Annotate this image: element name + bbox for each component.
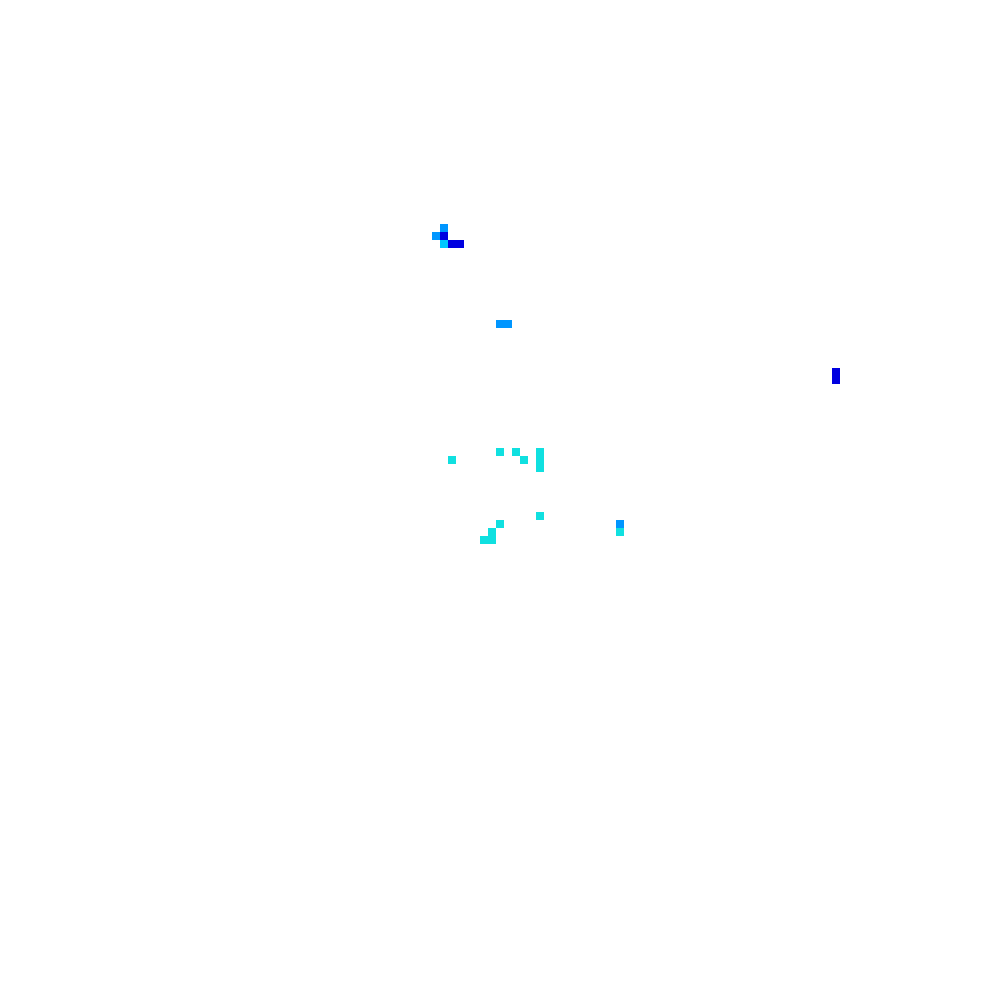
pixel-cell	[536, 464, 544, 472]
pixel-cell	[616, 528, 624, 536]
pixel-cell	[456, 240, 464, 248]
pixel-cell	[440, 240, 448, 248]
pixel-cell	[432, 232, 440, 240]
pixel-cell	[480, 536, 488, 544]
pixel-cell	[832, 376, 840, 384]
pixel-cell	[488, 528, 496, 536]
pixel-cell	[512, 448, 520, 456]
pixel-cell	[440, 232, 448, 240]
pixel-cell	[536, 512, 544, 520]
pixel-cell	[504, 320, 512, 328]
pixel-cell	[616, 520, 624, 528]
pixel-cell	[440, 224, 448, 232]
pixel-cell	[536, 456, 544, 464]
pixel-cell	[536, 448, 544, 456]
pixel-cell	[520, 456, 528, 464]
pixel-cell	[496, 320, 504, 328]
pixel-cell	[496, 520, 504, 528]
pixel-cell	[496, 448, 504, 456]
pixel-cell	[832, 368, 840, 376]
pixel-cell	[448, 456, 456, 464]
pixel-cell	[448, 240, 456, 248]
pixel-cell	[488, 536, 496, 544]
